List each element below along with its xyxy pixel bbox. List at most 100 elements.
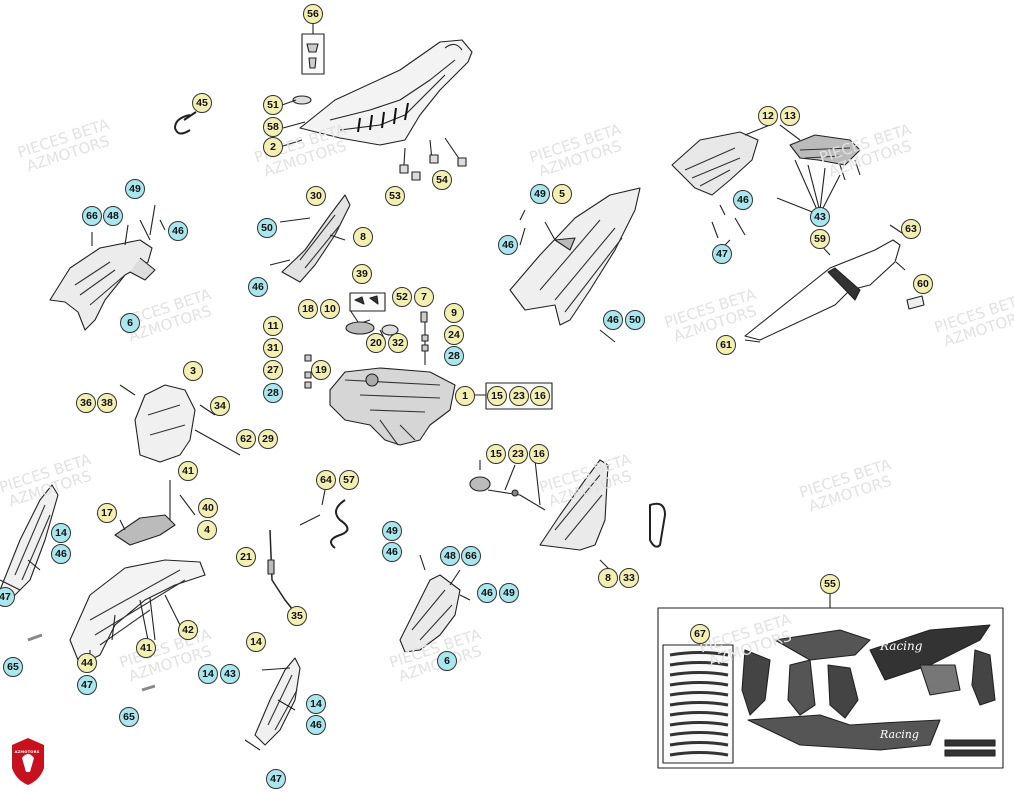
decal-kit-part [657,592,1004,769]
callout-17[interactable]: 17 [97,503,117,523]
fork-guard-left-part [0,484,59,601]
callout-1[interactable]: 1 [455,386,475,406]
callout-48[interactable]: 48 [103,206,123,226]
callout-66[interactable]: 66 [82,206,102,226]
screw-part [27,633,156,692]
callout-46[interactable]: 46 [51,544,71,564]
callout-42[interactable]: 42 [178,620,198,640]
front-fender-part [69,480,206,666]
callout-49[interactable]: 49 [530,184,550,204]
callout-65[interactable]: 65 [119,707,139,727]
callout-14[interactable]: 14 [246,632,266,652]
callout-39[interactable]: 39 [352,264,372,284]
radiator-scoop-right-part [539,459,666,571]
callout-28[interactable]: 28 [263,383,283,403]
callout-51[interactable]: 51 [263,95,283,115]
callout-12[interactable]: 12 [758,106,778,126]
callout-41[interactable]: 41 [178,461,198,481]
callout-46[interactable]: 46 [498,235,518,255]
callout-36[interactable]: 36 [76,393,96,413]
callout-40[interactable]: 40 [198,498,218,518]
callout-56[interactable]: 56 [303,4,323,24]
callout-60[interactable]: 60 [913,274,933,294]
callout-57[interactable]: 57 [339,470,359,490]
callout-48[interactable]: 48 [440,546,460,566]
callout-29[interactable]: 29 [258,429,278,449]
callout-47[interactable]: 47 [0,587,15,607]
callout-45[interactable]: 45 [192,93,212,113]
callout-58[interactable]: 58 [263,117,283,137]
callout-49[interactable]: 49 [382,521,402,541]
callout-3[interactable]: 3 [183,361,203,381]
callout-6[interactable]: 6 [120,313,140,333]
callout-20[interactable]: 20 [366,333,386,353]
callout-2[interactable]: 2 [263,137,283,157]
callout-13[interactable]: 13 [780,106,800,126]
callout-14[interactable]: 14 [306,694,326,714]
callout-64[interactable]: 64 [316,470,336,490]
callout-33[interactable]: 33 [619,568,639,588]
callout-46[interactable]: 46 [248,277,268,297]
callout-24[interactable]: 24 [444,325,464,345]
callout-7[interactable]: 7 [414,287,434,307]
callout-67[interactable]: 67 [690,624,710,644]
fork-guard-right-part [244,657,301,751]
callout-16[interactable]: 16 [529,444,549,464]
callout-46[interactable]: 46 [603,310,623,330]
callout-8[interactable]: 8 [598,568,618,588]
callout-46[interactable]: 46 [382,542,402,562]
callout-44[interactable]: 44 [77,653,97,673]
callout-23[interactable]: 23 [509,386,529,406]
callout-46[interactable]: 46 [306,715,326,735]
callout-46[interactable]: 46 [168,221,188,241]
callout-6[interactable]: 6 [437,651,457,671]
callout-8[interactable]: 8 [353,227,373,247]
callout-41[interactable]: 41 [136,638,156,658]
callout-10[interactable]: 10 [320,299,340,319]
callout-18[interactable]: 18 [298,299,318,319]
callout-46[interactable]: 46 [733,190,753,210]
callout-23[interactable]: 23 [508,444,528,464]
callout-5[interactable]: 5 [552,184,572,204]
callout-9[interactable]: 9 [444,303,464,323]
callout-61[interactable]: 61 [716,335,736,355]
callout-15[interactable]: 15 [487,386,507,406]
callout-43[interactable]: 43 [810,207,830,227]
callout-19[interactable]: 19 [311,360,331,380]
callout-65[interactable]: 65 [3,657,23,677]
callout-50[interactable]: 50 [625,310,645,330]
callout-28[interactable]: 28 [444,346,464,366]
callout-4[interactable]: 4 [197,520,217,540]
callout-55[interactable]: 55 [820,574,840,594]
seat-part [281,39,473,181]
callout-11[interactable]: 11 [263,316,283,336]
callout-47[interactable]: 47 [266,769,286,789]
callout-15[interactable]: 15 [486,444,506,464]
callout-52[interactable]: 52 [392,287,412,307]
callout-27[interactable]: 27 [263,360,283,380]
callout-49[interactable]: 49 [125,179,145,199]
callout-16[interactable]: 16 [530,386,550,406]
callout-35[interactable]: 35 [287,606,307,626]
callout-34[interactable]: 34 [210,396,230,416]
callout-46[interactable]: 46 [477,583,497,603]
callout-54[interactable]: 54 [432,170,452,190]
callout-66[interactable]: 66 [461,546,481,566]
callout-47[interactable]: 47 [77,675,97,695]
callout-63[interactable]: 63 [901,219,921,239]
callout-31[interactable]: 31 [263,338,283,358]
callout-53[interactable]: 53 [385,186,405,206]
callout-43[interactable]: 43 [220,664,240,684]
fuel-tank-part [329,309,488,446]
callout-14[interactable]: 14 [198,664,218,684]
callout-50[interactable]: 50 [257,218,277,238]
callout-32[interactable]: 32 [388,333,408,353]
callout-14[interactable]: 14 [51,523,71,543]
callout-38[interactable]: 38 [97,393,117,413]
callout-21[interactable]: 21 [236,547,256,567]
callout-62[interactable]: 62 [236,429,256,449]
callout-47[interactable]: 47 [712,244,732,264]
callout-30[interactable]: 30 [306,186,326,206]
callout-49[interactable]: 49 [499,583,519,603]
callout-59[interactable]: 59 [810,229,830,249]
